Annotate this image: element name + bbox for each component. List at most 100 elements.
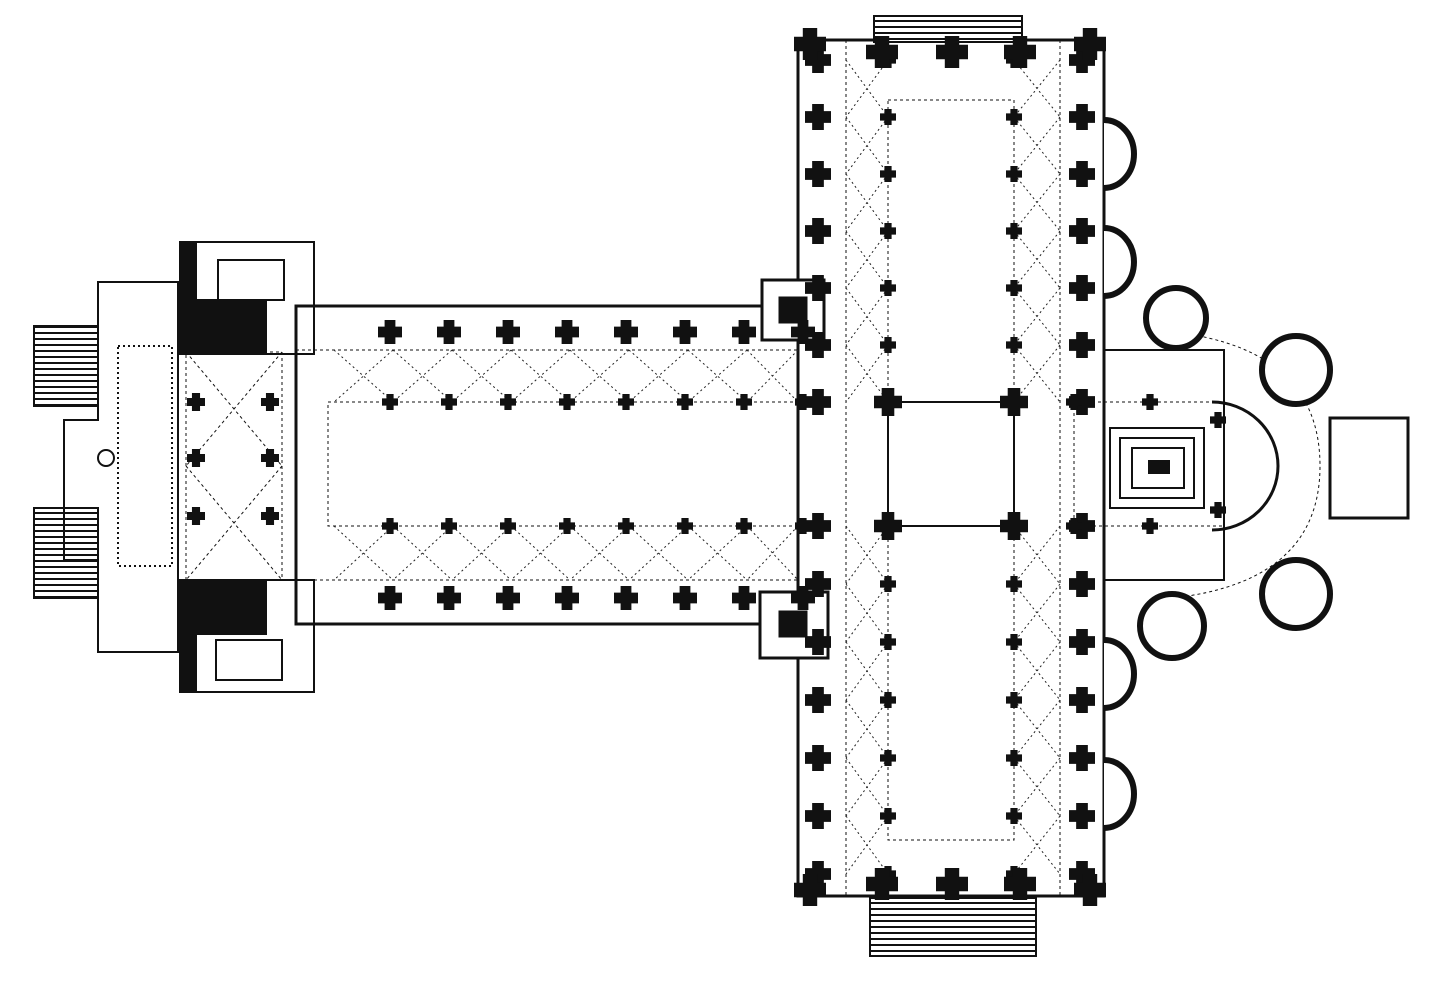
choir-pier [1066, 518, 1082, 534]
narthex-pier [261, 449, 279, 467]
transept-east-aisle-vault [1013, 173, 1061, 232]
nave-pier-north [441, 394, 457, 410]
crossing-pier [874, 388, 902, 416]
nave-central-vessel [327, 401, 799, 527]
transept-end-buttress [794, 874, 826, 906]
transept [796, 15, 1106, 957]
nave-buttress-north [673, 320, 697, 344]
transept-buttress-east [1069, 861, 1095, 887]
choir-pier [1142, 518, 1158, 534]
transept-pier-east [1006, 692, 1022, 708]
nave-pier-south [795, 518, 811, 534]
radiating-chapel-south [1259, 557, 1333, 631]
transept-pier-east [1006, 337, 1022, 353]
nave-north-aisle-vault [510, 349, 571, 403]
south-transept-chapel-1 [1103, 637, 1137, 711]
transept-pier-west [880, 692, 896, 708]
west-porch-steps-north [33, 325, 99, 407]
transept-buttress-west [805, 513, 831, 539]
transept-east-aisle-vault [1013, 116, 1061, 175]
transept-buttress-west [805, 161, 831, 187]
high-altar [1109, 427, 1205, 509]
nave-buttress-north [496, 320, 520, 344]
transept-buttress-east [1069, 161, 1095, 187]
transept-buttress-east [1069, 104, 1095, 130]
south-tower-stair [215, 639, 283, 681]
south-transept-porch [869, 897, 1037, 957]
transept-pier-west [880, 634, 896, 650]
transept-pier-west [880, 576, 896, 592]
nave-pier-south [382, 518, 398, 534]
nave-buttress-south [437, 586, 461, 610]
nave-pier-south [441, 518, 457, 534]
transept-pier-east [1006, 223, 1022, 239]
nave-north-aisle-vault [451, 349, 512, 403]
north-transept-chapel-2 [1103, 225, 1137, 299]
apse-inner-arc [1211, 400, 1280, 532]
transept-east-aisle-vault [1013, 583, 1061, 643]
nave-buttress-south [496, 586, 520, 610]
transept-central-vessel [887, 99, 1015, 841]
nave-buttress-north [378, 320, 402, 344]
transept-buttress-west [805, 389, 831, 415]
transept-east-aisle-vault [1013, 59, 1061, 118]
transept-east-aisle-vault [1013, 641, 1061, 701]
nave-north-aisle-vault [392, 349, 453, 403]
narthex-pier [187, 449, 205, 467]
narthex [185, 351, 283, 581]
nave-south-aisle-vault [451, 525, 512, 581]
transept-end-buttress [866, 868, 898, 900]
radiating-chapel-north [1259, 333, 1333, 407]
transept-pier-west [880, 337, 896, 353]
nave-south-aisle-vault [510, 525, 571, 581]
transept-east-aisle-vault [1013, 815, 1061, 875]
north-tower-stair [217, 259, 285, 301]
nave-south-aisle-vault [687, 525, 748, 581]
radiating-chapel-northwest [1143, 285, 1209, 351]
choir-pier [1210, 412, 1226, 428]
nave-buttress-south [732, 586, 756, 610]
nave-pier-north [618, 394, 634, 410]
west-porch-outline [63, 281, 179, 653]
transept-west-aisle-vault [845, 230, 889, 289]
transept-buttress-west [805, 571, 831, 597]
nave-buttress-north [732, 320, 756, 344]
transept-pier-east [1006, 166, 1022, 182]
transept-end-buttress [1074, 874, 1106, 906]
chapels [1103, 117, 1333, 831]
north-transept-chapel-1 [1103, 117, 1137, 191]
transept-west-aisle-vault [845, 699, 889, 759]
transept-east-aisle-vault [1013, 757, 1061, 817]
narthex-pier [261, 393, 279, 411]
facade-towers [179, 241, 315, 693]
transept-west-aisle-vault [845, 287, 889, 346]
transept-west-aisle-vault [845, 641, 889, 701]
south-transept-chapel-2 [1103, 757, 1137, 831]
nave-north-aisle-vault [569, 349, 630, 403]
transept-buttress-west [805, 803, 831, 829]
nave-pier-north [677, 394, 693, 410]
transept-pier-west [880, 750, 896, 766]
transept-buttress-west [805, 218, 831, 244]
nave-pier-south [618, 518, 634, 534]
transept-west-aisle-vault [845, 583, 889, 643]
transept-buttress-west [805, 275, 831, 301]
transept-west-aisle-vault [845, 525, 889, 585]
transept-buttress-west [805, 861, 831, 887]
transept-east-aisle-vault [1013, 699, 1061, 759]
transept-buttress-east [1069, 571, 1095, 597]
crossing-pier [874, 512, 902, 540]
transept-pier-east [1006, 576, 1022, 592]
transept-end-buttress [1004, 868, 1036, 900]
transept-buttress-west [805, 687, 831, 713]
choir-pier [1066, 394, 1082, 410]
transept-pier-east [1006, 109, 1022, 125]
nave-north-aisle-vault [333, 349, 394, 403]
narthex-vault-south [185, 465, 283, 581]
nave-south-aisle-vault [392, 525, 453, 581]
narthex-pier [187, 393, 205, 411]
transept-west-aisle-vault [845, 757, 889, 817]
choir-pier [1210, 502, 1226, 518]
radiating-chapel-southwest [1137, 591, 1207, 661]
nave-pier-north [736, 394, 752, 410]
